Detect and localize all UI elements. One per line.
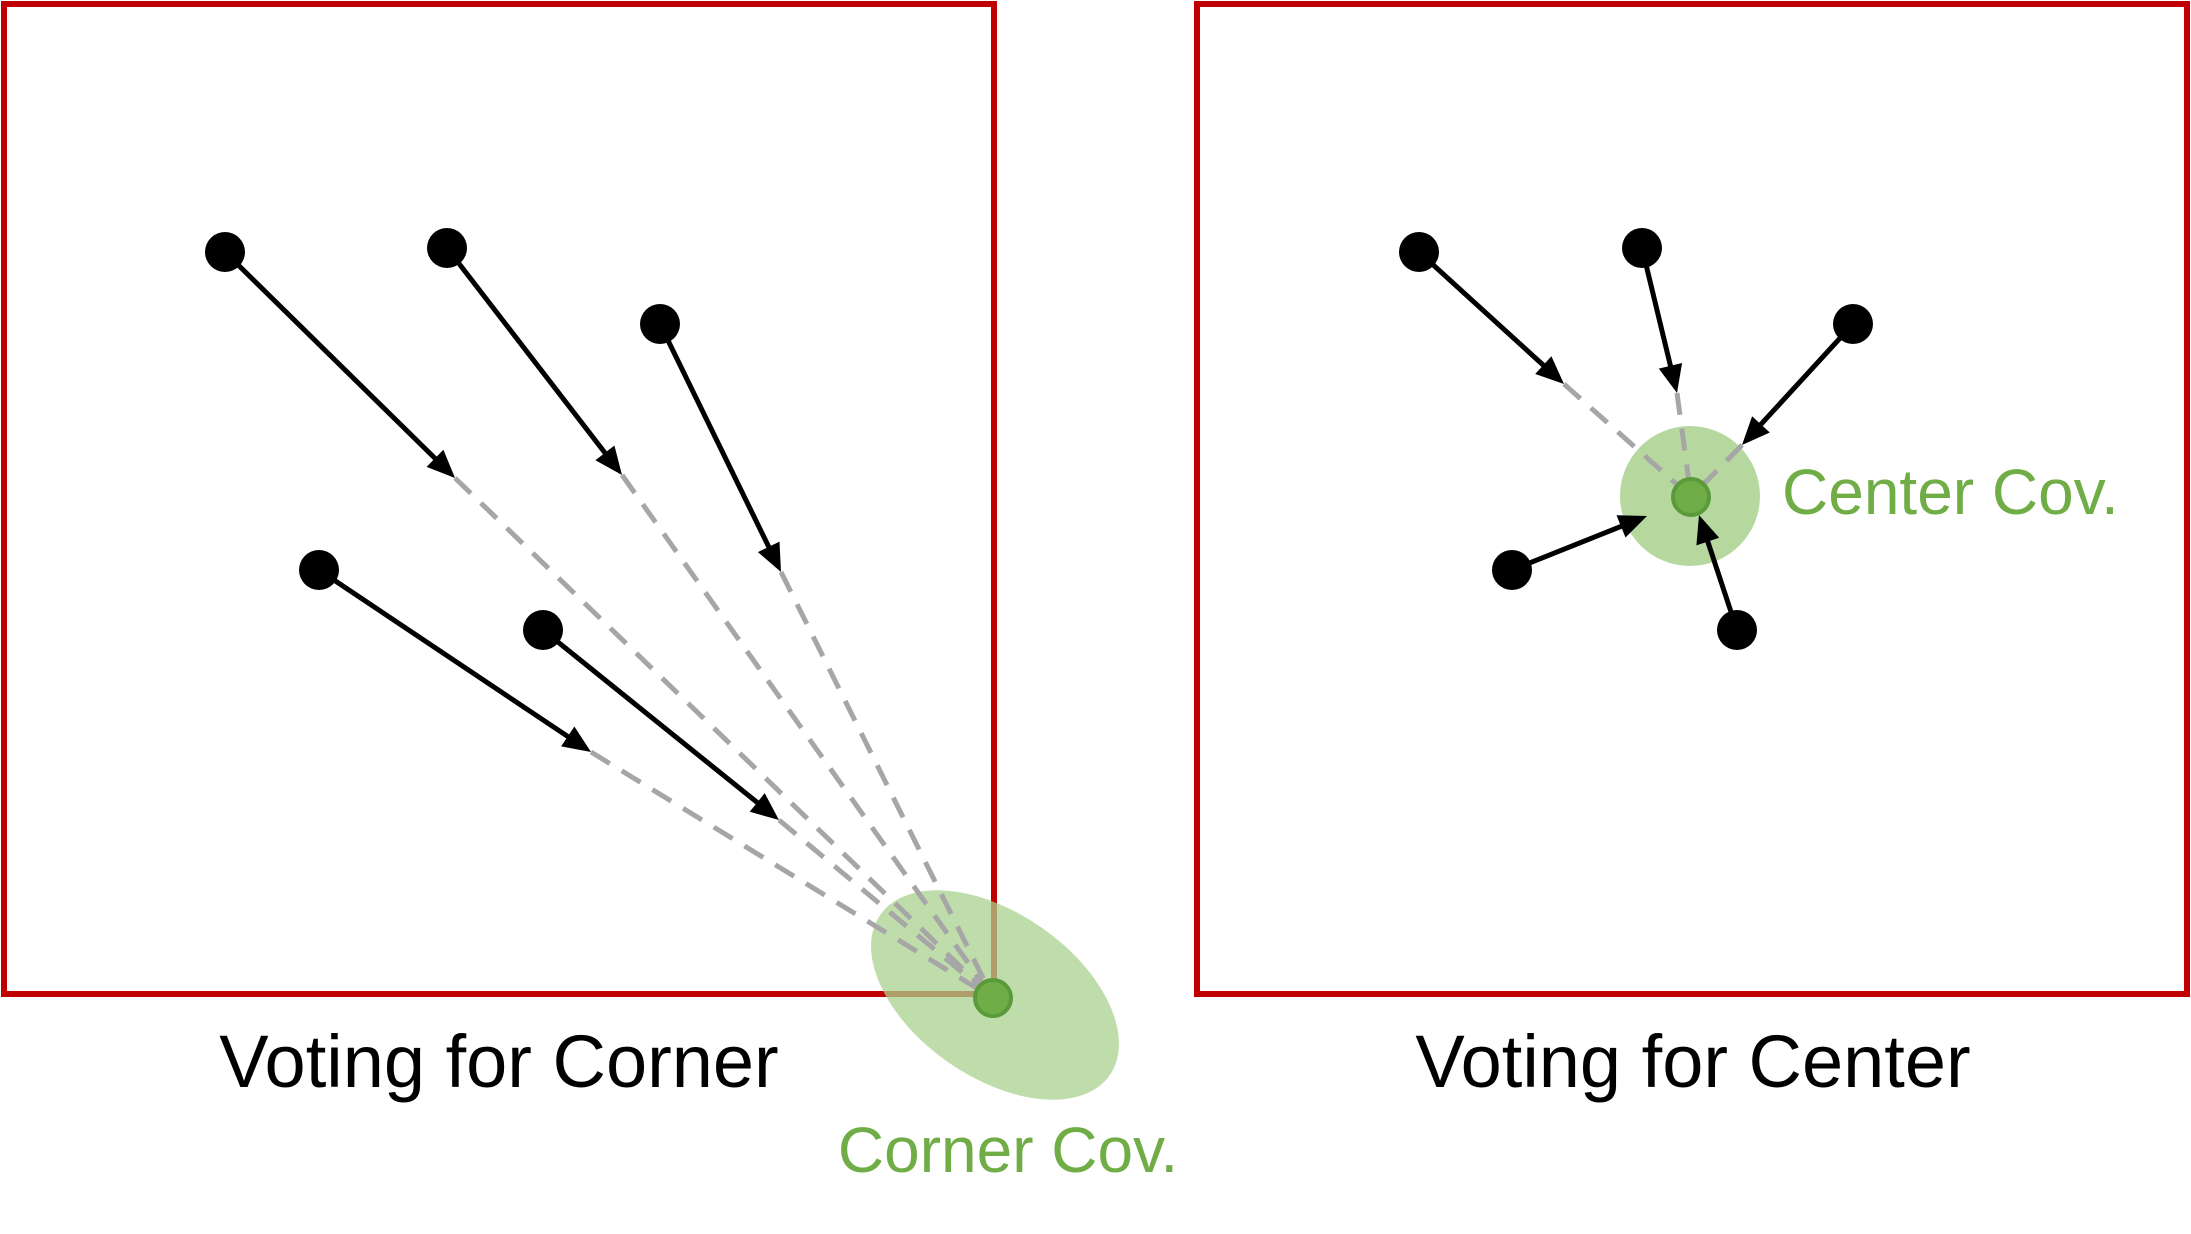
center-vote-2-point xyxy=(1622,228,1662,268)
corner-votes xyxy=(205,228,996,1001)
corner-vote-5-arrow-shaft xyxy=(541,628,761,806)
center-vote-1-dashed-extension xyxy=(1562,382,1693,499)
center-vote-4-arrow-head xyxy=(1616,515,1647,538)
center-cov-label: Center Cov. xyxy=(1782,456,2119,528)
center-vote-1-point xyxy=(1399,232,1439,272)
center-vote-3-point xyxy=(1833,304,1873,344)
corner-vote-4-arrow-head xyxy=(561,726,591,752)
corner-caption: Voting for Corner xyxy=(219,1020,778,1103)
corner-vote-2-arrow-head xyxy=(595,445,622,475)
center-votes xyxy=(1399,228,1873,650)
center-vote-target xyxy=(1671,477,1711,517)
corner-vote-5-dashed-extension xyxy=(777,818,995,1000)
corner-vote-5 xyxy=(523,610,995,1000)
corner-panel: Voting for Corner Corner Cov. xyxy=(1,1,1178,1186)
corner-vote-5-point xyxy=(523,610,563,650)
corner-vote-5-arrow-head xyxy=(749,793,779,820)
corner-vote-4 xyxy=(299,550,995,1001)
corner-vote-3-dashed-extension xyxy=(778,570,996,1000)
center-panel-frame xyxy=(1194,1,2190,997)
corner-vote-1-arrow-shaft xyxy=(223,250,439,462)
center-vote-2-arrow-head xyxy=(1658,363,1683,393)
center-vote-3-arrow-shaft xyxy=(1757,322,1855,428)
center-vote-3-dashed-extension xyxy=(1689,443,1744,499)
center-vote-5-point xyxy=(1717,610,1757,650)
center-vote-4-point xyxy=(1492,550,1532,590)
corner-vote-target xyxy=(973,978,1013,1018)
center-vote-1-arrow-head xyxy=(1535,356,1564,384)
corner-vote-1-point xyxy=(205,232,245,272)
corner-vote-3 xyxy=(640,304,996,1000)
corner-vote-4-arrow-shaft xyxy=(317,567,571,740)
corner-vote-2 xyxy=(427,228,996,1000)
corner-vote-3-arrow-head xyxy=(757,541,781,572)
corner-vote-1 xyxy=(205,232,995,1000)
corner-vote-4-point xyxy=(299,550,339,590)
corner-vote-2-point xyxy=(427,228,467,268)
corner-vote-3-arrow-shaft xyxy=(657,322,772,550)
center-vote-5 xyxy=(1696,515,1757,650)
center-vote-1-arrow-shaft xyxy=(1417,250,1547,369)
center-caption: Voting for Center xyxy=(1415,1020,1970,1103)
center-vote-1 xyxy=(1399,232,1693,499)
corner-vote-3-point xyxy=(640,304,680,344)
center-vote-4 xyxy=(1492,515,1647,590)
center-vote-2-arrow-shaft xyxy=(1639,247,1674,369)
center-vote-3-arrow-head xyxy=(1742,416,1770,445)
corner-cov-label: Corner Cov. xyxy=(838,1114,1178,1186)
center-panel: Voting for Center Center Cov. xyxy=(1194,1,2190,1103)
corner-panel-frame xyxy=(1,1,997,997)
corner-vote-1-arrow-head xyxy=(426,449,455,478)
corner-vote-1-dashed-extension xyxy=(453,476,995,1000)
center-vote-5-arrow-head xyxy=(1696,515,1720,546)
center-vote-3 xyxy=(1689,304,1873,499)
corner-vote-2-arrow-shaft xyxy=(445,246,609,456)
corner-vote-4-dashed-extension xyxy=(589,749,995,1001)
